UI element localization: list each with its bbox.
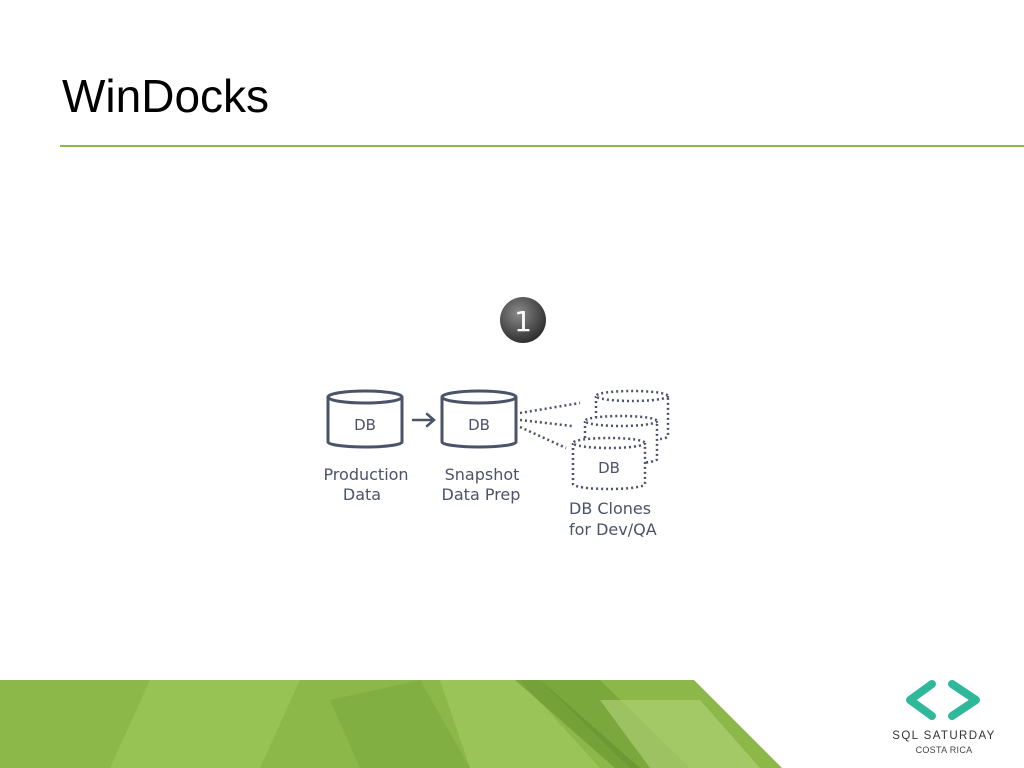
snapshot-caption-line2: Data Prep — [442, 485, 521, 504]
clone-db-label: DB — [598, 459, 620, 477]
production-caption-line1: Production — [323, 465, 408, 484]
logo-name: SQL SATURDAY — [892, 730, 996, 742]
clone-db-cylinder-front — [571, 436, 647, 491]
flow-arrow — [411, 412, 436, 428]
clone-link-lines — [519, 401, 581, 450]
clones-caption-line2: for Dev/QA — [569, 520, 657, 539]
step-number: 1 — [514, 305, 532, 338]
production-caption-line2: Data — [343, 485, 381, 504]
step-badge: 1 — [500, 297, 546, 343]
slide-title: WinDocks — [62, 70, 270, 122]
title-divider — [60, 145, 1024, 147]
production-db-cylinder — [326, 389, 404, 449]
sql-saturday-logo: SQL SATURDAY COSTA RICA — [884, 678, 1004, 760]
brackets-logo-icon — [906, 680, 980, 720]
snapshot-db-cylinder — [440, 389, 518, 449]
production-db-label: DB — [354, 416, 376, 434]
clones-caption-line1: DB Clones — [569, 499, 651, 518]
logo-subtitle: COSTA RICA — [915, 745, 973, 755]
snapshot-db-label: DB — [468, 416, 490, 434]
snapshot-caption-line1: Snapshot — [445, 465, 520, 484]
